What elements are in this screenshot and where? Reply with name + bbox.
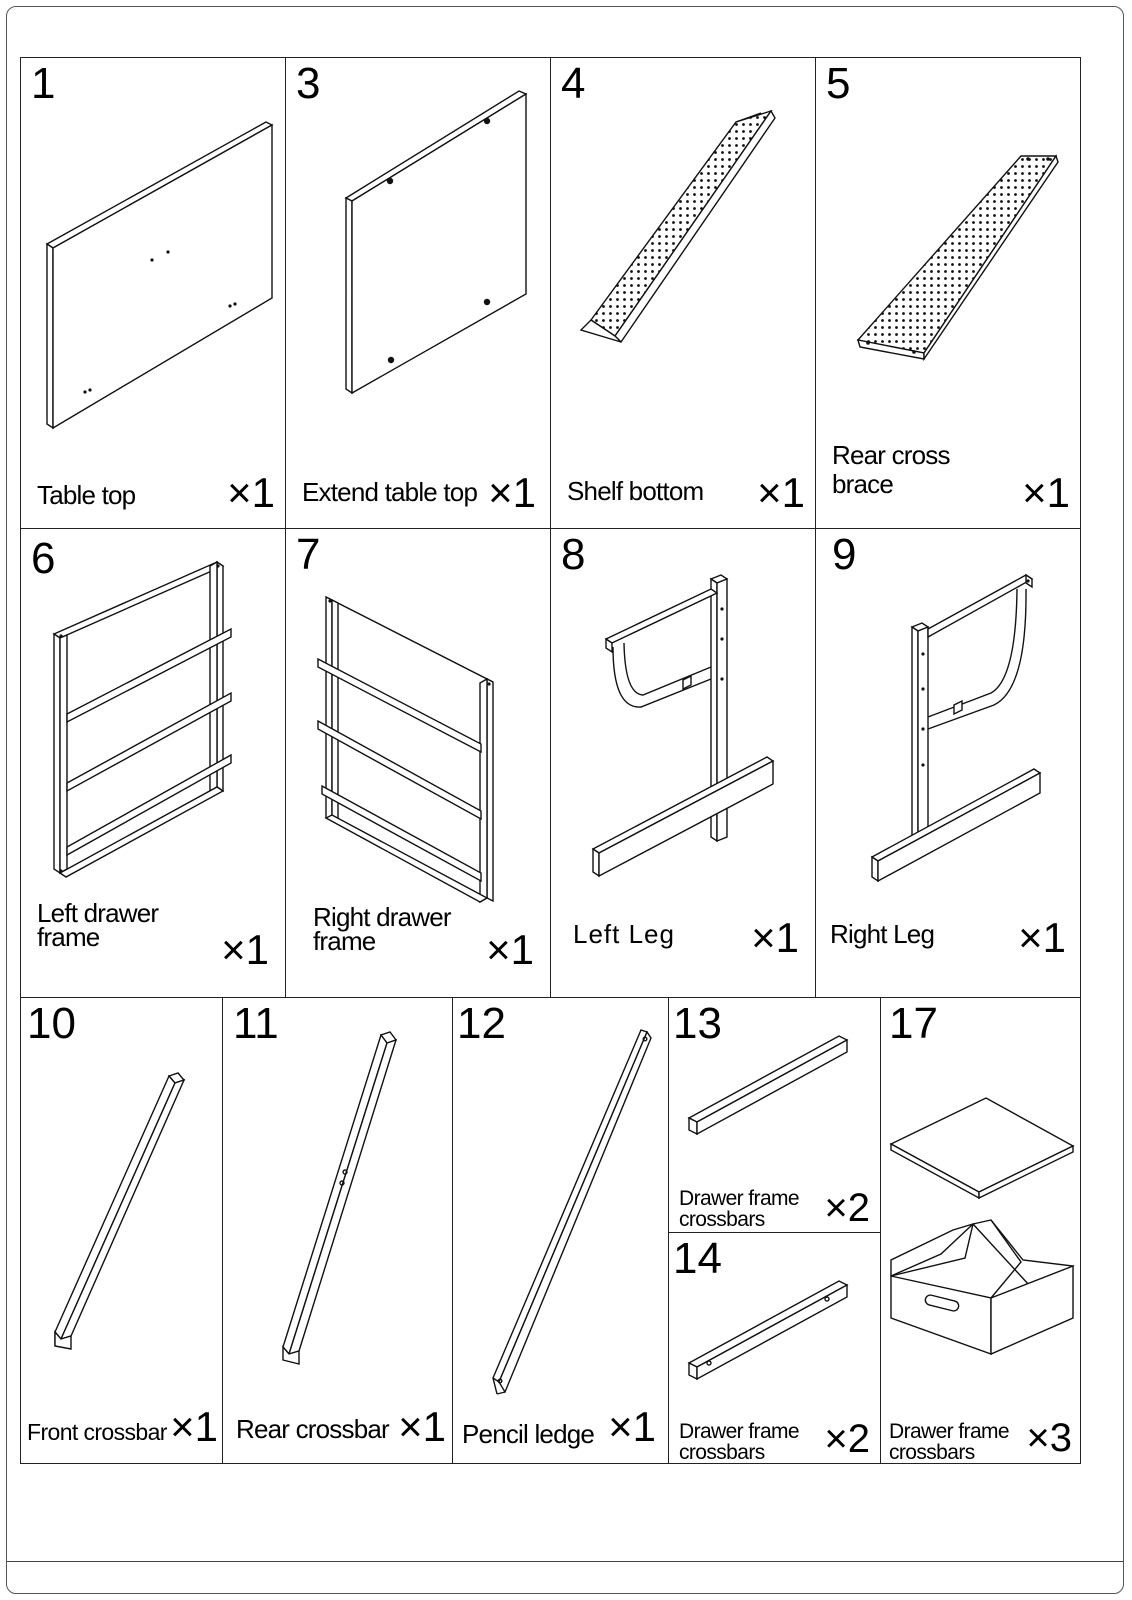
part-label: Left Leg xyxy=(573,919,675,949)
part-quantity: ×1 xyxy=(488,469,536,516)
part-label-line: brace xyxy=(832,469,894,499)
drawer-frame-crossbar-13-illustration xyxy=(669,998,881,1233)
part-label: Rear crossbar xyxy=(236,1414,390,1444)
part-label-line: Drawer frame xyxy=(679,1420,800,1443)
part-number: 3 xyxy=(296,59,321,108)
right-leg-illustration xyxy=(816,529,1081,998)
part-quantity: ×1 xyxy=(1022,469,1070,516)
part-number: 5 xyxy=(826,59,851,108)
part-number: 8 xyxy=(561,530,586,579)
part-cell-11: 11 Rear crossbar ×1 xyxy=(222,997,453,1464)
part-quantity: ×1 xyxy=(227,469,275,516)
part-quantity: ×1 xyxy=(221,926,269,973)
part-number: 14 xyxy=(673,1234,722,1283)
part-cell-8: 8 Left Leg ×1 xyxy=(550,528,816,998)
pencil-ledge-illustration xyxy=(453,998,669,1464)
part-label-line: crossbars xyxy=(679,1208,765,1231)
part-quantity: ×1 xyxy=(170,1403,218,1450)
part-label: Rear cross brace xyxy=(832,440,951,499)
extend-table-top-illustration xyxy=(286,58,551,529)
part-label-line: crossbars xyxy=(679,1441,765,1464)
part-label: Right drawer frame xyxy=(313,902,452,956)
part-quantity: ×2 xyxy=(824,1417,870,1461)
front-crossbar-illustration xyxy=(21,998,223,1464)
part-quantity: ×1 xyxy=(1018,914,1066,961)
part-label-line: Drawer frame xyxy=(889,1420,1010,1443)
part-number: 12 xyxy=(457,999,506,1048)
part-cell-10: 10 Front crossbar ×1 xyxy=(20,997,223,1464)
left-leg-illustration xyxy=(551,529,816,998)
shelf-bottom-illustration xyxy=(551,58,816,529)
part-cell-13: 13 Drawer frame crossbars ×2 xyxy=(668,997,881,1233)
part-number: 4 xyxy=(561,59,586,108)
part-cell-7: 7 Right drawer frame ×1 xyxy=(285,528,551,998)
part-label-line: frame xyxy=(37,922,100,952)
part-number: 11 xyxy=(233,999,279,1048)
part-cell-5: 5 Rear cross brace ×1 xyxy=(815,57,1081,529)
page-frame xyxy=(6,6,1124,1594)
right-drawer-frame-illustration xyxy=(286,529,551,998)
part-cell-14: 14 Drawer frame crossbars ×2 xyxy=(668,1232,881,1464)
part-label: Drawer frame crossbars xyxy=(889,1420,1010,1464)
part-cell-4: 4 Shelf bottom ×1 xyxy=(550,57,816,529)
footer-divider xyxy=(7,1561,1123,1562)
part-label-line: Left drawer xyxy=(37,898,159,928)
part-quantity: ×1 xyxy=(751,914,799,961)
part-label-line: frame xyxy=(313,926,376,956)
part-number: 9 xyxy=(832,530,857,579)
part-label: Drawer frame crossbars xyxy=(679,1420,800,1464)
part-quantity: ×3 xyxy=(1026,1416,1072,1460)
part-label: Right Leg xyxy=(830,919,935,949)
part-number: 6 xyxy=(31,534,56,583)
part-quantity: ×2 xyxy=(824,1186,870,1230)
part-label: Pencil ledge xyxy=(462,1419,595,1449)
part-label: Extend table top xyxy=(302,477,478,507)
part-cell-9: 9 Right Leg ×1 xyxy=(815,528,1081,998)
left-drawer-frame-illustration xyxy=(21,529,286,998)
part-label: Left drawer frame xyxy=(37,898,159,952)
part-label: Table top xyxy=(37,480,136,510)
part-number: 7 xyxy=(296,530,321,579)
part-label-line: crossbars xyxy=(889,1441,975,1464)
part-cell-17: 17 Drawer frame crossbars ×3 xyxy=(880,997,1081,1464)
part-label-line: Rear cross xyxy=(832,440,951,470)
rear-cross-brace-illustration xyxy=(816,58,1081,529)
table-top-illustration xyxy=(21,58,286,529)
part-label: Front crossbar xyxy=(27,1419,167,1445)
part-quantity: ×1 xyxy=(486,926,534,973)
part-number: 17 xyxy=(889,999,938,1048)
part-number: 10 xyxy=(27,999,76,1048)
part-label-line: Drawer frame xyxy=(679,1187,800,1210)
part-quantity: ×1 xyxy=(757,469,805,516)
part-label: Drawer frame crossbars xyxy=(679,1187,800,1231)
part-label-line: Right drawer xyxy=(313,902,452,932)
part-number: 1 xyxy=(31,59,56,108)
rear-crossbar-illustration xyxy=(223,998,453,1464)
part-quantity: ×1 xyxy=(398,1403,446,1450)
part-label: Shelf bottom xyxy=(567,476,704,506)
part-cell-3: 3 Extend table top ×1 xyxy=(285,57,551,529)
part-number: 13 xyxy=(673,999,722,1048)
part-quantity: ×1 xyxy=(608,1403,656,1450)
part-cell-12: 12 Pencil ledge ×1 xyxy=(452,997,669,1464)
drawer-frame-crossbar-14-illustration xyxy=(669,1233,881,1464)
drawer-illustration xyxy=(881,998,1081,1464)
part-cell-6: 6 Left drawer frame ×1 xyxy=(20,528,286,998)
part-cell-1: 1 Table top ×1 xyxy=(20,57,286,529)
